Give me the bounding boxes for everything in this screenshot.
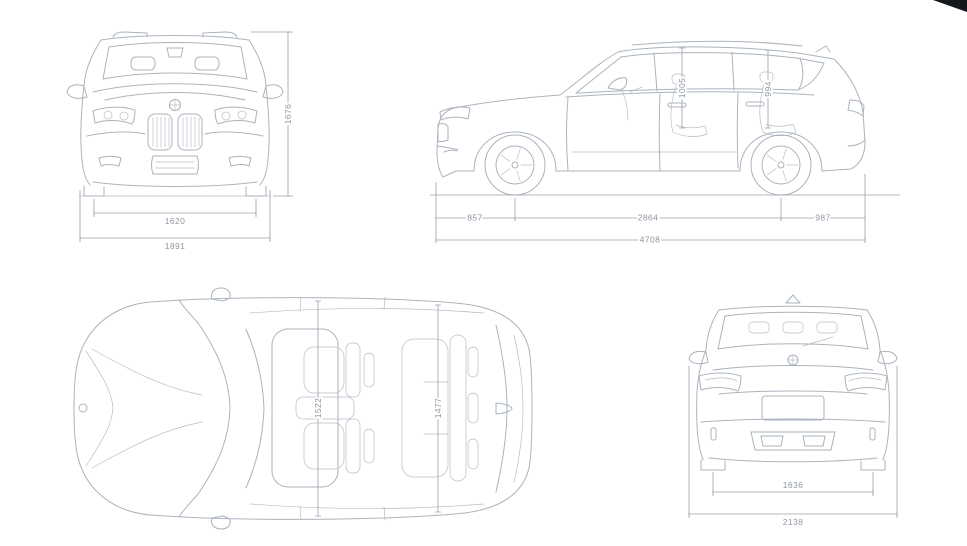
dim-label-interior-width-front: 1522 [313,398,323,419]
rear-wheel [750,134,812,196]
lower-intake [98,155,252,175]
front-car-body [66,31,284,197]
dim-label-overall-width: 1891 [165,241,186,251]
front-dimension-lines [79,31,293,242]
mirrors [688,350,898,365]
rear-car-body [688,294,898,471]
mirrors [211,287,231,530]
dim-label-track-front: 1620 [165,216,186,226]
bmw-roundel [787,354,799,366]
side-view-drawing: 1005 994 857 2864 987 4708 [430,40,900,246]
antenna-fin [785,294,801,304]
rear-tires [700,459,886,471]
page-corner-fold [933,0,967,12]
rear-window [717,311,869,350]
bmw-roundel [169,99,181,111]
dim-label-overall-height: 1676 [283,104,293,125]
roof-rail [631,40,803,47]
sunroof [271,328,339,488]
top-dimension-lines [315,300,441,517]
wiper [802,336,834,347]
kidney-grille [147,113,203,151]
front-door-handle [667,102,687,108]
front-view-drawing: 1620 1891 1676 [66,31,295,251]
dim-label-rear-overhang: 987 [815,213,830,223]
right-mirror [262,84,284,99]
dim-label-track-rear: 1636 [783,480,804,490]
license-plate-recess [761,395,825,421]
rear-door-handle [745,101,765,107]
top-car-body [73,287,533,530]
front-left-tire [83,185,105,197]
dim-label-interior-width-rear: 1477 [433,398,443,419]
antenna-fin [495,402,513,415]
antenna-fin [815,45,831,53]
side-dimension-lines [430,47,900,243]
bmw-roundel [78,403,88,413]
dim-label-overall-length: 4708 [640,235,661,245]
dim-label-headroom-front: 1005 [677,78,687,99]
headlight [439,106,471,121]
taillights [698,372,888,392]
side-car-body [436,40,866,196]
left-mirror [66,84,88,99]
headlights [92,106,258,125]
window-band [575,52,825,94]
front-wheel [484,134,546,196]
rearview-mirror [166,47,184,58]
dim-label-front-overhang: 857 [467,213,482,223]
rear-view-drawing: 1636 2138 [688,294,898,527]
front-right-tire [245,185,267,197]
taillight [847,99,865,117]
top-interior-seats [295,334,479,482]
rear-dimension-lines [688,366,898,518]
dim-label-width-incl-mirrors: 2138 [783,517,804,527]
dim-label-wheelbase: 2864 [638,213,659,223]
top-view-drawing: 1522 1477 [73,287,533,530]
diffuser-exhausts [750,431,836,451]
dim-label-headroom-rear: 994 [763,81,773,96]
windshield-cowl [197,322,231,495]
side-mirror [607,77,628,91]
side-interior [621,71,797,137]
